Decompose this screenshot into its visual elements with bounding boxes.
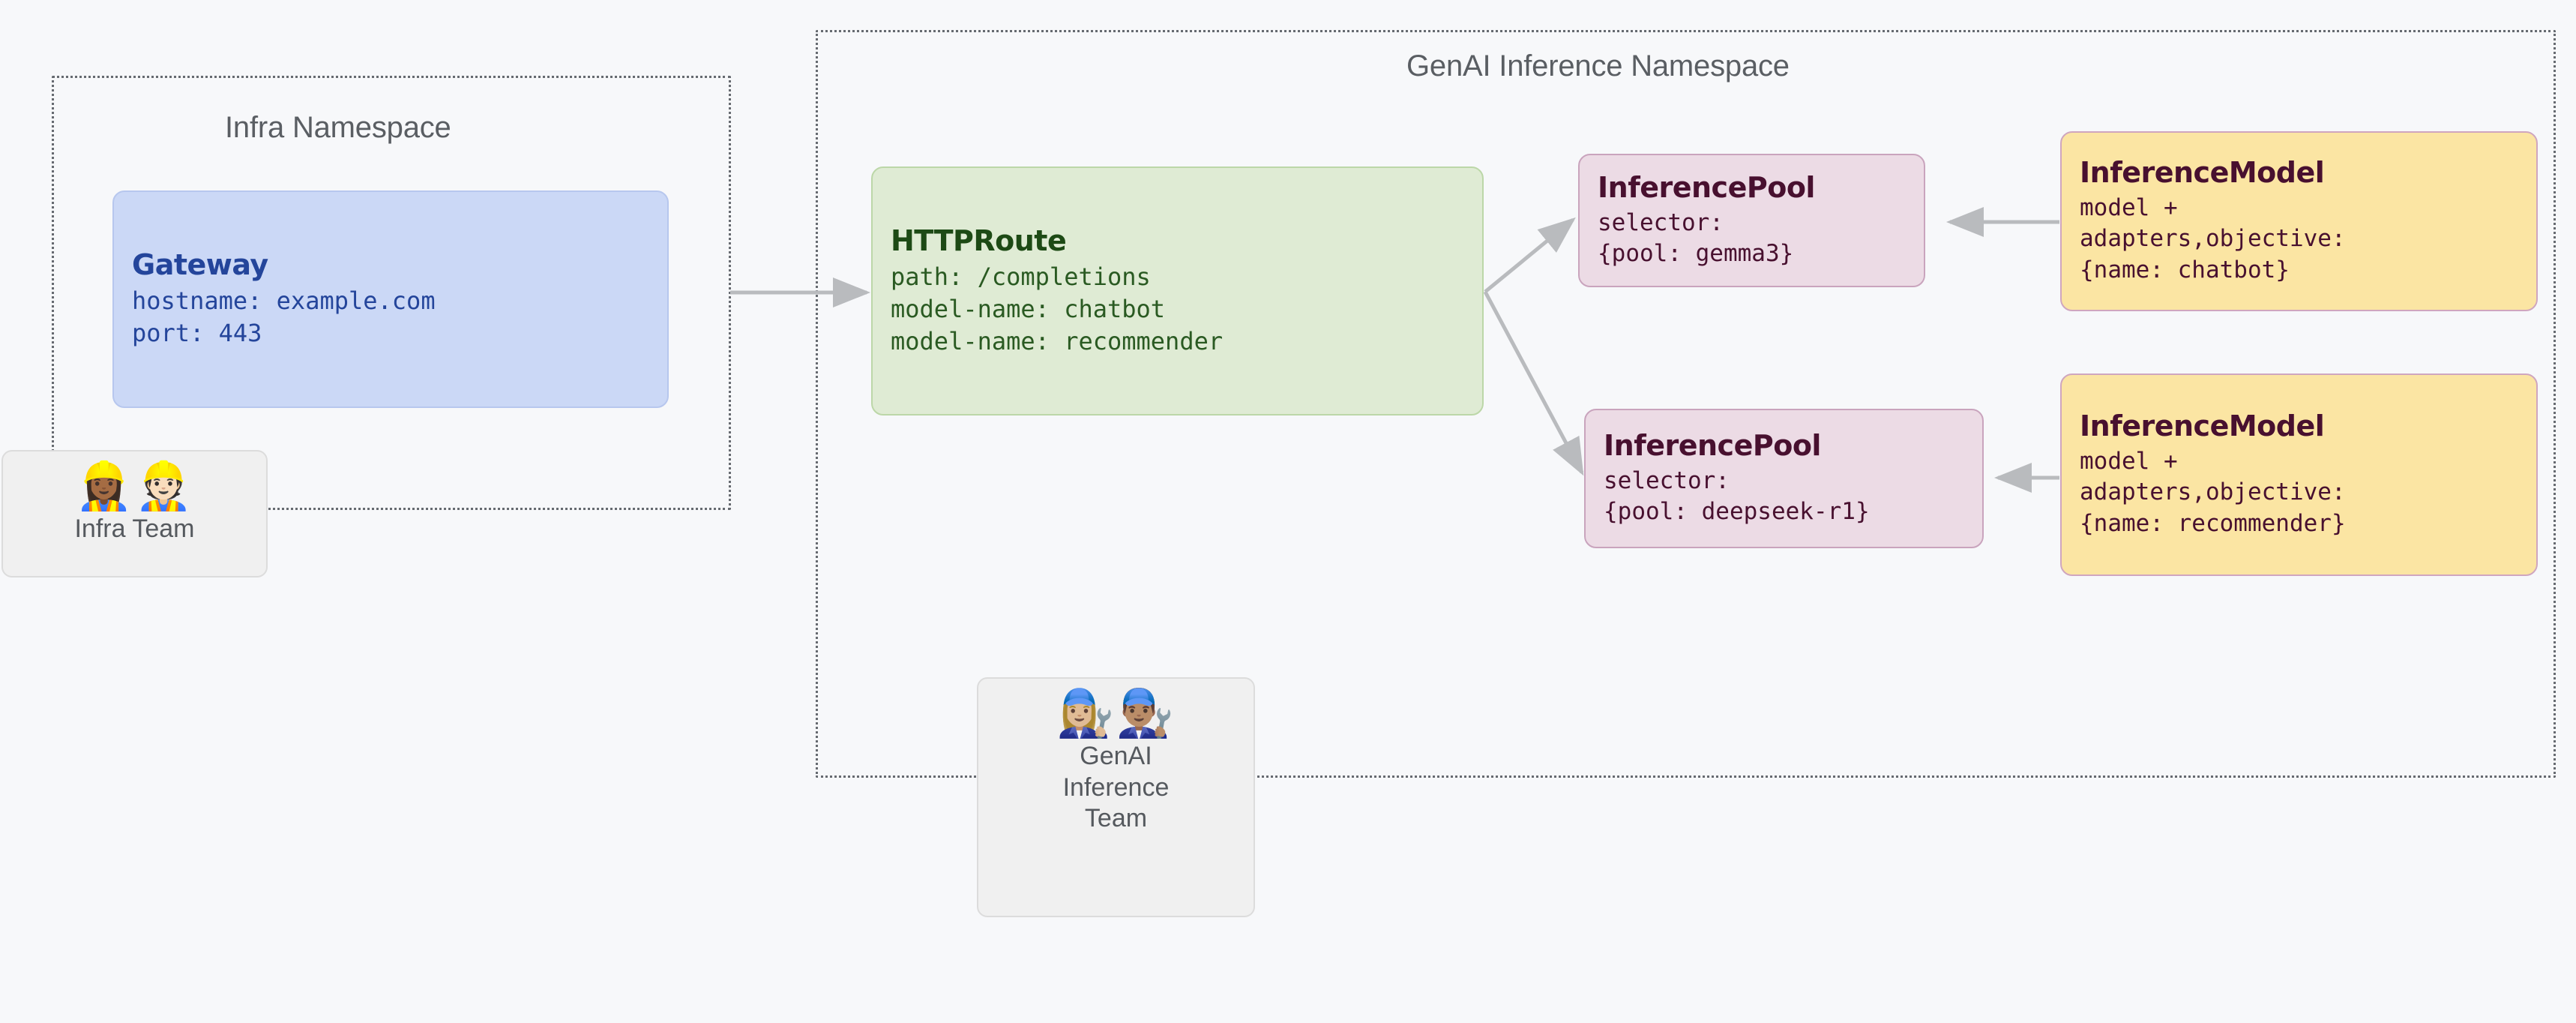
infra-team-label: Infra Team — [74, 514, 195, 544]
gateway-line-port: port: 443 — [132, 319, 262, 348]
mechanic-icon: 👩🏼‍🔧👨🏽‍🔧 — [1056, 688, 1176, 740]
inferencemodel-node-recommender[interactable]: InferenceModel model + adapters,objectiv… — [2060, 374, 2538, 576]
inferencepool-line-pool: {pool: gemma3} — [1598, 240, 1794, 268]
inferencemodel-line-name: {name: recommender} — [2080, 510, 2346, 538]
inferencemodel-title: InferenceModel — [2080, 155, 2325, 189]
httproute-node[interactable]: HTTPRoute path: /completions model-name:… — [871, 166, 1484, 416]
inferencepool-line-selector: selector: — [1604, 466, 1730, 494]
inferencemodel-title: InferenceModel — [2080, 409, 2325, 442]
inferencemodel-line-adapters: adapters,objective: — [2080, 225, 2346, 253]
infra-namespace-title: Infra Namespace — [225, 111, 451, 144]
genai-team-label: GenAI Inference Team — [1062, 742, 1170, 833]
inferencemodel-node-chatbot[interactable]: InferenceModel model + adapters,objectiv… — [2060, 131, 2538, 311]
inferencepool-node-gemma3[interactable]: InferencePool selector: {pool: gemma3} — [1578, 154, 1925, 287]
httproute-title: HTTPRoute — [891, 224, 1067, 257]
inferencemodel-line-model: model + — [2080, 194, 2178, 221]
httproute-line-model-name-chatbot: model-name: chatbot — [891, 294, 1166, 323]
inferencepool-line-pool: {pool: deepseek-r1} — [1604, 498, 1870, 526]
inferencepool-title: InferencePool — [1598, 170, 1815, 204]
gateway-node[interactable]: Gateway hostname: example.com port: 443 — [112, 190, 669, 408]
construction-worker-icon: 👷🏾‍♀️👷🏻 — [75, 460, 194, 512]
genai-team-card[interactable]: 👩🏼‍🔧👨🏽‍🔧 GenAI Inference Team — [977, 677, 1255, 917]
inferencepool-line-selector: selector: — [1598, 208, 1724, 236]
gateway-title: Gateway — [132, 248, 268, 282]
inferencepool-title: InferencePool — [1604, 428, 1821, 462]
httproute-line-model-name-recommender: model-name: recommender — [891, 327, 1224, 356]
infra-namespace-boundary — [52, 76, 731, 510]
inferencemodel-line-adapters: adapters,objective: — [2080, 478, 2346, 506]
infra-team-card[interactable]: 👷🏾‍♀️👷🏻 Infra Team — [1, 450, 268, 578]
gateway-line-hostname: hostname: example.com — [132, 286, 436, 316]
genai-namespace-boundary — [816, 30, 2556, 778]
inferencemodel-line-model: model + — [2080, 447, 2178, 475]
genai-namespace-title: GenAI Inference Namespace — [1406, 50, 1790, 82]
inferencepool-node-deepseek-r1[interactable]: InferencePool selector: {pool: deepseek-… — [1584, 409, 1984, 548]
inferencemodel-line-name: {name: chatbot} — [2080, 256, 2290, 284]
httproute-line-path: path: /completions — [891, 262, 1151, 291]
